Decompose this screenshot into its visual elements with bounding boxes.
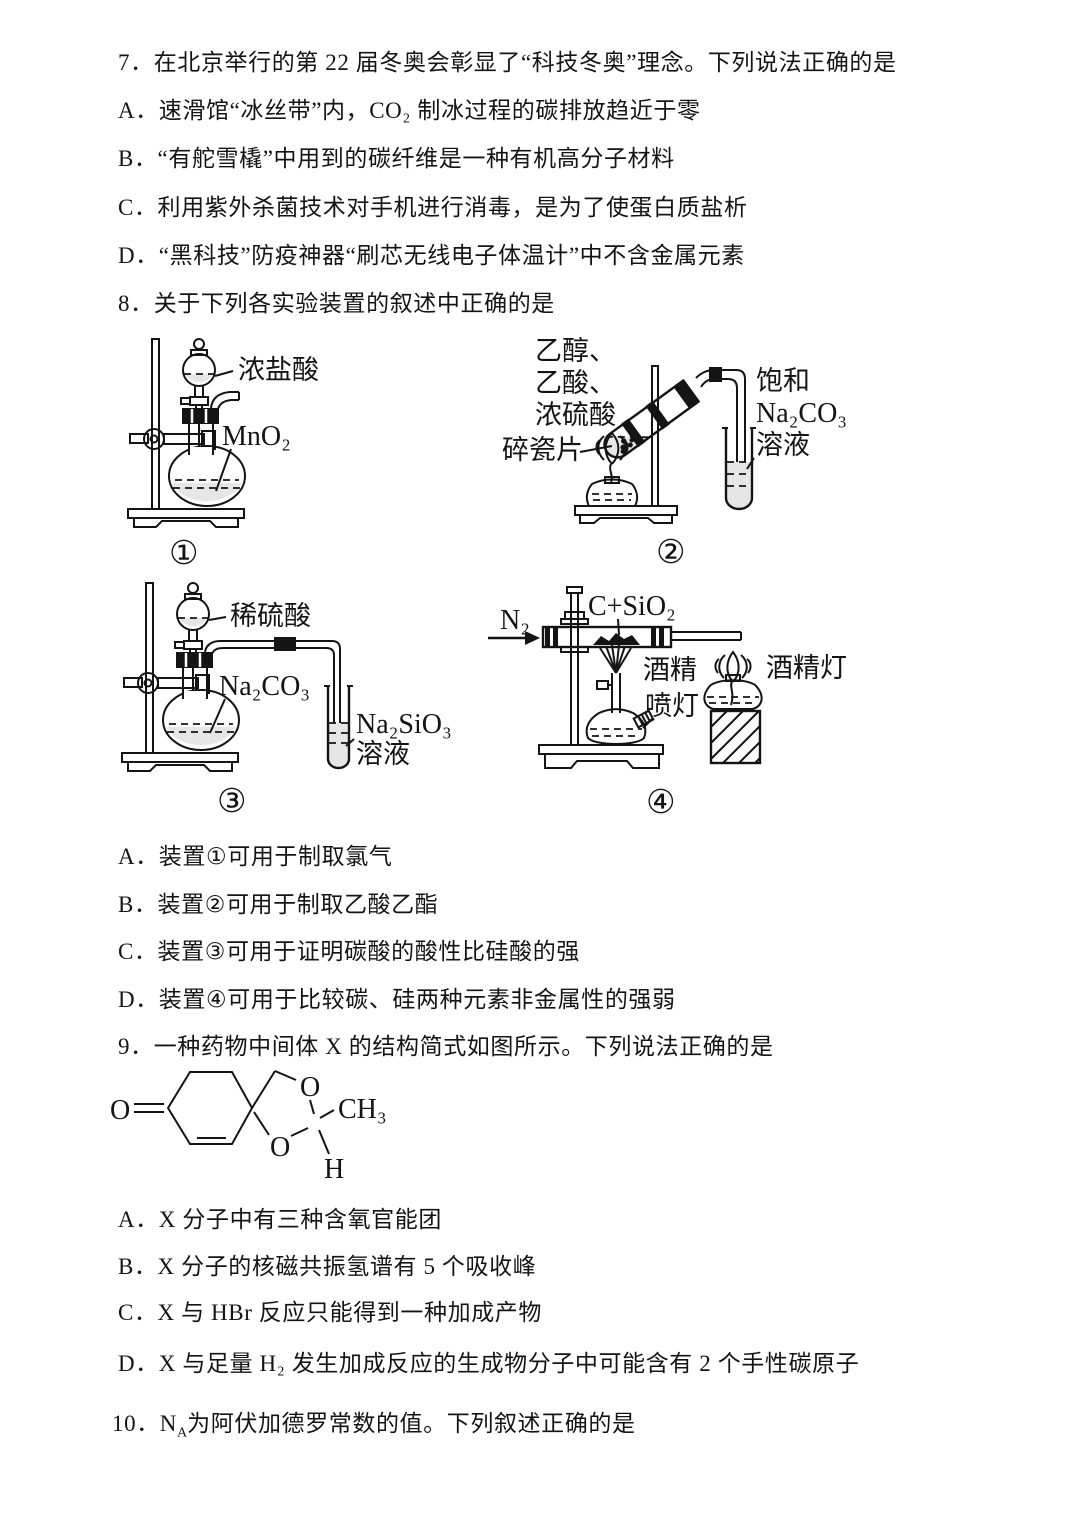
apparatus-1-diagram: 浓盐酸 MnO₂ ① [127, 338, 319, 572]
question-8-option-c: C．装置③可用于证明碳酸的酸性比硅酸的强 [118, 939, 580, 964]
pointer-line [746, 457, 755, 470]
question-9-option-d: D．X 与足量 H₂ 发生加成反应的生成物分子中可能含有 2 个手性碳原子 [118, 1351, 860, 1376]
question-7-option-b: B．“有舵雪橇”中用到的碳纤维是一种有机高分子材料 [118, 146, 675, 171]
receiver-test-tube-icon [722, 427, 756, 511]
hydrogen-label: H [324, 1154, 344, 1185]
flask-icon [168, 391, 246, 507]
question-8-option-a: A．装置①可用于制取氯气 [118, 844, 393, 869]
receiver-label-3: 溶液 [756, 430, 810, 460]
receiver-label-1: 饱和 [756, 366, 810, 396]
pointer-line [215, 448, 232, 492]
combustion-tube-icon [541, 625, 742, 649]
hcl-label: 浓盐酸 [238, 355, 319, 385]
alcohol-lamp-icon [703, 650, 763, 710]
reagent-label-3: 浓硫酸 [535, 400, 616, 430]
question-9-option-a: A．X 分子中有三种含氧官能团 [118, 1207, 442, 1232]
c-sio2-label: C+SiO₂ [588, 591, 676, 622]
question-10-subscript: A [177, 1425, 188, 1441]
porcelain-label: 碎瓷片 [502, 435, 583, 465]
reagent-label-2: 乙酸、 [535, 368, 616, 398]
pointer-line [209, 698, 226, 734]
delivery-tube-icon [204, 637, 341, 751]
blast-lamp-label-1: 酒精 [643, 655, 697, 685]
solution-label: 溶液 [356, 739, 410, 769]
structure-x-diagram: O O O CH₃ H [110, 1070, 387, 1185]
question-10-stem: 10．NA为阿伏加德罗常数的值。下列叙述正确的是 [112, 1409, 636, 1449]
hatched-block-icon [709, 709, 762, 765]
ketone-o-label: O [110, 1095, 130, 1126]
question-7-option-a: A．速滑馆“冰丝带”内，CO₂ 制冰过程的碳排放趋近于零 [118, 98, 701, 123]
blast-lamp-icon [585, 644, 655, 745]
question-7-option-c: C．利用紫外杀菌技术对手机进行消毒，是为了使蛋白质盐析 [118, 195, 748, 220]
question-8-option-b: B．装置②可用于制取乙酸乙酯 [118, 892, 439, 917]
question-7-stem: 7．在北京举行的第 22 届冬奥会彰显了“科技冬奥”理念。下列说法正确的是 [118, 50, 897, 75]
na2sio3-label: Na₂SiO₃ [356, 709, 452, 740]
n2-label: N₂ [500, 605, 530, 636]
question-8-option-d: D．装置④可用于比较碳、硅两种元素非金属性的强弱 [118, 987, 676, 1012]
question-10-prefix: 10．N [112, 1411, 178, 1436]
ring-o-bottom-label: O [270, 1132, 290, 1163]
apparatus-4-diagram: N₂ C+SiO₂ 酒精 喷灯 酒精灯 ④ [488, 586, 847, 821]
apparatus-3-caption: ③ [217, 784, 247, 820]
pointer-line [208, 616, 227, 621]
delivery-tube-icon [695, 367, 746, 488]
question-9-stem: 9．一种药物中间体 X 的结构简式如图所示。下列说法正确的是 [118, 1034, 774, 1059]
ring-o-top-label: O [300, 1072, 320, 1103]
question-7-option-d: D．“黑科技”防疫神器“刷芯无线电子体温计”中不含金属元素 [118, 243, 745, 268]
stand-icon [121, 582, 239, 772]
receiver-label-2: Na₂CO₃ [756, 398, 847, 429]
apparatus-2-diagram: 乙醇、 乙酸、 浓硫酸 碎瓷片 饱和 Na₂CO₃ 溶液 ② [502, 336, 847, 571]
methyl-label: CH₃ [338, 1094, 387, 1125]
acid-label: 稀硫酸 [230, 601, 311, 631]
flask-icon [162, 652, 240, 751]
apparatus-4-caption: ④ [646, 785, 676, 821]
question-9-option-c: C．X 与 HBr 反应只能得到一种加成产物 [118, 1300, 543, 1325]
alcohol-lamp-icon [585, 431, 639, 507]
pointer-line [345, 738, 355, 747]
question-10-rest: 为阿伏加德罗常数的值。下列叙述正确的是 [187, 1411, 636, 1436]
dropping-funnel-icon [174, 582, 210, 697]
apparatus-1-caption: ① [169, 536, 199, 572]
pointer-line [617, 618, 620, 636]
question-8-stem: 8．关于下列各实验装置的叙述中正确的是 [118, 291, 555, 316]
dioxolane-ring [251, 1070, 335, 1155]
alcohol-lamp-label: 酒精灯 [766, 653, 847, 683]
na2co3-label: Na₂CO₃ [219, 671, 310, 702]
reagent-label-1: 乙醇、 [535, 336, 616, 366]
pointer-line [579, 445, 613, 453]
pointer-line [642, 717, 654, 729]
apparatus-3-diagram: 稀硫酸 Na₂CO₃ Na₂SiO₃ 溶液 ③ [121, 582, 452, 820]
mno2-label: MnO₂ [222, 421, 291, 452]
blast-lamp-label-2: 喷灯 [645, 691, 699, 721]
receiver-test-tube-icon [324, 685, 353, 770]
cyclohexenone-ring [134, 1071, 254, 1145]
question-9-option-b: B．X 分子的核磁共振氢谱有 5 个吸收峰 [118, 1254, 537, 1279]
apparatus-2-caption: ② [656, 535, 686, 571]
gas-inlet-arrow-icon [488, 631, 540, 645]
pointer-line [214, 370, 234, 377]
dropping-funnel-icon [180, 338, 216, 453]
